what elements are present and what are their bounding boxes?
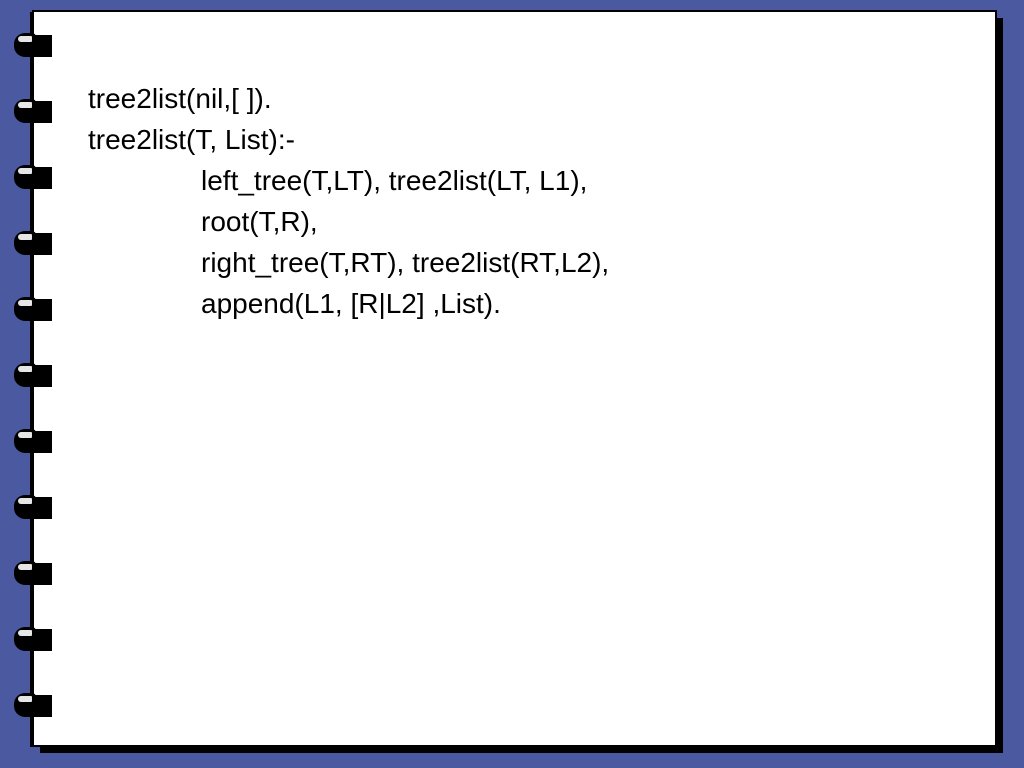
notebook-page: [32, 10, 997, 747]
code-line: tree2list(nil,[ ]).: [88, 83, 272, 114]
binder-ring-icon: [14, 429, 52, 453]
binder-ring-icon: [14, 165, 52, 189]
binder-ring-icon: [14, 297, 52, 321]
binder-ring-icon: [14, 627, 52, 651]
binder-ring-icon: [14, 363, 52, 387]
binder-ring-icon: [14, 33, 52, 57]
code-line: tree2list(T, List):-: [88, 124, 295, 155]
binder-ring-icon: [14, 561, 52, 585]
binder-ring-icon: [14, 231, 52, 255]
binder-ring-icon: [14, 495, 52, 519]
code-line: root(T,R),: [201, 206, 318, 237]
binder-ring-icon: [14, 99, 52, 123]
code-line: left_tree(T,LT), tree2list(LT, L1),: [201, 165, 588, 196]
binder-ring-icon: [14, 693, 52, 717]
code-line: append(L1, [R|L2] ,List).: [201, 288, 501, 319]
code-block: tree2list(nil,[ ]). tree2list(T, List):-…: [88, 78, 609, 324]
code-line: right_tree(T,RT), tree2list(RT,L2),: [201, 247, 610, 278]
